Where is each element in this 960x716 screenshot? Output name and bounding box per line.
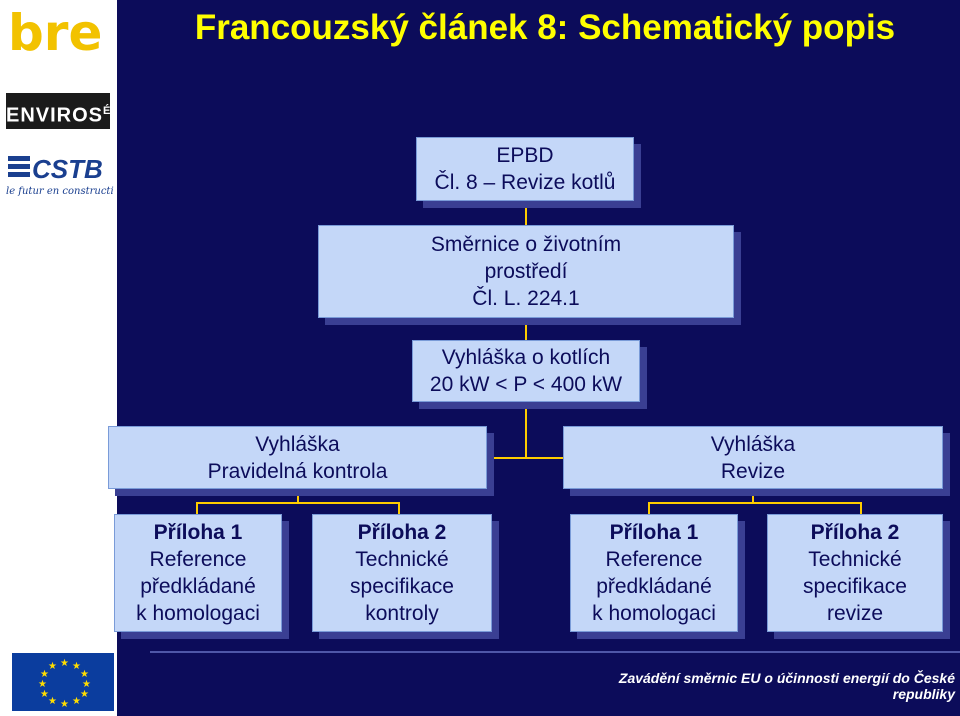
connector-revize-right — [860, 502, 862, 514]
vyhlaska-revize-box: Vyhláška Revize — [563, 426, 943, 489]
connector-revize-left — [648, 502, 650, 514]
connector-revize-horizontal — [648, 502, 862, 504]
connector-kontrola-down — [297, 489, 299, 503]
cstb-logo: CSTB le futur en construction — [4, 150, 126, 202]
priloha2-kontrola-line2: Technické — [355, 548, 449, 571]
vyhlaska-revize-subtitle: Revize — [720, 459, 786, 483]
priloha1-revize-line2: Reference — [605, 548, 703, 571]
svg-text:★: ★ — [40, 689, 49, 700]
footer-text: Zavádění směrnic EU o účinnosti energií … — [618, 670, 955, 702]
epbd-box-subtitle: Čl. 8 – Revize kotlů — [434, 171, 616, 194]
svg-text:★: ★ — [82, 679, 91, 690]
svg-text:★: ★ — [60, 699, 69, 710]
vyhlaska-kontrola-box: Vyhláška Pravidelná kontrola — [108, 426, 487, 489]
bre-logo-text: bre — [8, 4, 102, 62]
cstb-logo-text: CSTB — [32, 154, 103, 184]
connector-smernice-kotle — [525, 323, 527, 343]
vyhlaska-kontrola-title: Vyhláška — [255, 432, 340, 456]
connector-epbd-smernice — [525, 201, 527, 225]
bre-logo: bre — [6, 2, 110, 62]
priloha2-revize-box: Příloha 2 Technické specifikace revize — [767, 514, 943, 632]
priloha2-revize-line2: Technické — [808, 548, 902, 571]
svg-text:★: ★ — [80, 669, 89, 680]
vyhlaska-kotle-title: Vyhláška o kotlích — [441, 346, 611, 369]
svg-text:★: ★ — [72, 661, 81, 672]
smernice-box-line3: Čl. L. 224.1 — [472, 287, 580, 310]
vyhlaska-kotle-box: Vyhláška o kotlích 20 kW < P < 400 kW — [412, 340, 640, 402]
cstb-tagline: le futur en construction — [6, 186, 114, 197]
page-title: Francouzský článek 8: Schematický popis — [194, 8, 896, 47]
eu-flag-icon: ★ ★ ★ ★ ★ ★ ★ ★ ★ ★ ★ ★ — [12, 653, 114, 711]
svg-text:★: ★ — [72, 696, 81, 707]
svg-text:★: ★ — [48, 661, 57, 672]
svg-text:★: ★ — [38, 679, 47, 690]
connector-kontrola-horizontal — [196, 502, 400, 504]
priloha2-kontrola-box: Příloha 2 Technické specifikace kontroly — [312, 514, 492, 632]
enviros-logo-text: ENVIROS — [6, 104, 104, 127]
vyhlaska-kontrola-subtitle: Pravidelná kontrola — [207, 459, 388, 483]
priloha1-revize-box: Příloha 1 Reference předkládané k homolo… — [570, 514, 738, 632]
vyhlaska-kotle-range: 20 kW < P < 400 kW — [429, 373, 623, 396]
priloha2-revize-line3: specifikace — [803, 575, 907, 598]
priloha1-kontrola-box: Příloha 1 Reference předkládané k homolo… — [114, 514, 282, 632]
smernice-box-line1: Směrnice o životním — [430, 233, 622, 256]
priloha2-kontrola-line4: kontroly — [365, 602, 439, 625]
priloha1-kontrola-line3: předkládané — [140, 575, 256, 598]
priloha1-revize-line4: k homologaci — [592, 602, 716, 625]
priloha1-revize-title: Příloha 1 — [609, 521, 699, 544]
epbd-box: EPBD Čl. 8 – Revize kotlů — [416, 137, 634, 201]
svg-text:★: ★ — [40, 669, 49, 680]
smernice-box-line2: prostředí — [484, 260, 568, 283]
smernice-box: Směrnice o životním prostředí Čl. L. 224… — [318, 225, 734, 318]
priloha2-revize-title: Příloha 2 — [810, 521, 900, 544]
priloha1-kontrola-line4: k homologaci — [136, 602, 260, 625]
priloha2-kontrola-line3: specifikace — [350, 575, 454, 598]
footer-divider — [150, 651, 960, 653]
priloha1-kontrola-title: Příloha 1 — [153, 521, 243, 544]
svg-text:★: ★ — [48, 696, 57, 707]
priloha1-revize-line3: předkládané — [596, 575, 712, 598]
connector-kontrola-left — [196, 502, 198, 514]
connector-horizontal-mid — [487, 457, 563, 459]
connector-revize-down — [752, 489, 754, 503]
vyhlaska-revize-title: Vyhláška — [710, 432, 796, 456]
connector-kotle-down — [525, 408, 527, 458]
priloha2-kontrola-title: Příloha 2 — [357, 521, 447, 544]
svg-text:★: ★ — [60, 658, 69, 669]
enviros-logo: ENVIROSÉ — [6, 93, 110, 129]
connector-kontrola-right — [398, 502, 400, 514]
epbd-box-title: EPBD — [496, 144, 554, 167]
priloha2-revize-line4: revize — [826, 602, 884, 625]
enviros-logo-mark: É — [103, 105, 112, 117]
svg-text:★: ★ — [80, 689, 89, 700]
priloha1-kontrola-line2: Reference — [149, 548, 247, 571]
